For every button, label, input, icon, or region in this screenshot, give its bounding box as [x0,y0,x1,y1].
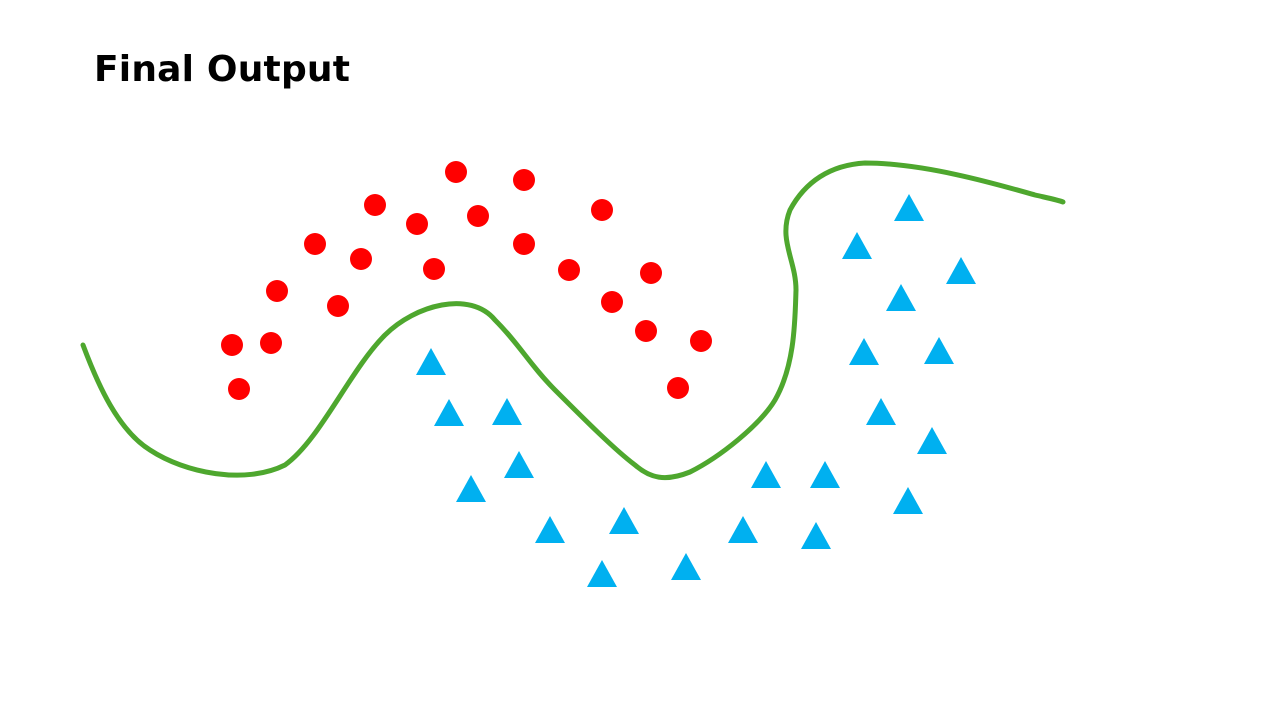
circle-point [558,259,580,281]
circle-point [406,213,428,235]
circle-point [601,291,623,313]
triangle-point [609,507,639,534]
circle-point [350,248,372,270]
circle-point [635,320,657,342]
triangle-point [671,553,701,580]
circle-point [445,161,467,183]
circle-point [266,280,288,302]
triangle-point [894,194,924,221]
triangle-point [842,232,872,259]
page-title: Final Output [94,49,351,90]
triangle-point [416,348,446,375]
decision-boundary-curve [80,160,1066,481]
triangle-point [728,516,758,543]
circle-point [221,334,243,356]
triangle-point [893,487,923,514]
triangle-point [434,399,464,426]
triangle-point [917,427,947,454]
triangle-point [801,522,831,549]
circle-point [364,194,386,216]
triangle-point [810,461,840,488]
circle-point [467,205,489,227]
circle-point [228,378,250,400]
circle-point [690,330,712,352]
triangle-class-points [416,194,976,587]
triangle-point [504,451,534,478]
circle-point [327,295,349,317]
triangle-point [535,516,565,543]
circle-point [667,377,689,399]
circle-point [260,332,282,354]
circle-point [591,199,613,221]
circle-class-points [221,161,712,400]
triangle-point [849,338,879,365]
circle-point [513,169,535,191]
triangle-point [751,461,781,488]
triangle-point [587,560,617,587]
circle-point [304,233,326,255]
triangle-point [886,284,916,311]
triangle-point [924,337,954,364]
circle-point [423,258,445,280]
circle-point [640,262,662,284]
triangle-point [946,257,976,284]
circle-point [513,233,535,255]
triangle-point [866,398,896,425]
triangle-point [456,475,486,502]
triangle-point [492,398,522,425]
